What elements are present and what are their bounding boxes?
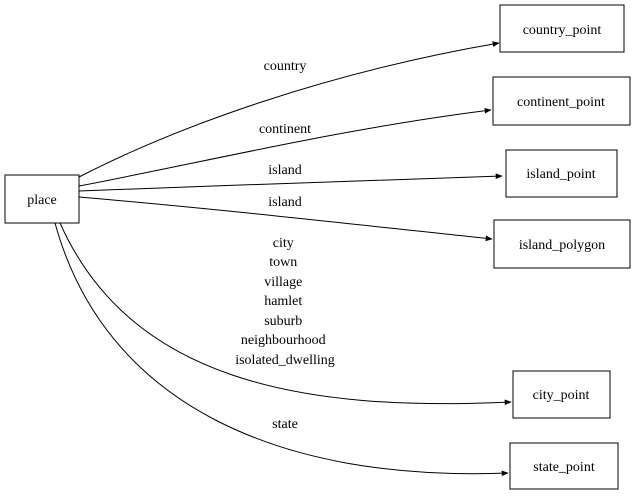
edge-label-line-city: city — [273, 236, 294, 251]
edge-place-island_point — [78, 173, 503, 192]
edge-label-city-multiline: city town village hamlet suburb neighbou… — [235, 236, 335, 368]
node-island-polygon: island_polygon — [493, 219, 631, 269]
edge-place-state_point — [54, 222, 509, 477]
node-place-box — [4, 174, 80, 224]
node-continent-point-box — [492, 76, 631, 126]
edge-label-continent: continent — [259, 122, 311, 137]
node-state-point: state_point — [509, 442, 619, 490]
node-island-point-box — [505, 149, 618, 198]
node-city-point-label: city_point — [533, 388, 590, 403]
edge-place-country_point — [78, 41, 500, 178]
edge-place-continent_point — [78, 107, 492, 187]
node-continent-point: continent_point — [492, 76, 631, 126]
edge-label-group: country continent island island city tow… — [235, 59, 335, 432]
node-country-point: country_point — [499, 4, 625, 53]
edge-label-island-point: island — [268, 163, 301, 178]
node-island-polygon-box — [493, 219, 631, 269]
node-group: place country_point continent_point isla… — [4, 4, 631, 490]
edge-label-line-neighbourhood: neighbourhood — [241, 333, 326, 348]
node-island-point: island_point — [505, 149, 618, 198]
node-city-point-box — [512, 370, 611, 419]
edge-label-line-hamlet: hamlet — [264, 294, 302, 309]
node-state-point-label: state_point — [533, 460, 595, 475]
edge-label-line-town: town — [269, 255, 297, 270]
edge-place-city_point — [59, 222, 512, 406]
edge-group — [54, 41, 512, 477]
node-continent-point-label: continent_point — [517, 95, 605, 110]
node-country-point-box — [499, 4, 625, 53]
node-country-point-label: country_point — [523, 23, 602, 38]
edge-label-line-isolated-dwelling: isolated_dwelling — [235, 353, 335, 368]
node-island-point-label: island_point — [526, 167, 595, 182]
edge-label-island-polygon: island — [268, 195, 301, 210]
node-city-point: city_point — [512, 370, 611, 419]
edge-label-line-village: village — [264, 275, 302, 290]
node-state-point-box — [509, 442, 619, 490]
node-place-label: place — [27, 193, 57, 208]
edge-place-island_polygon — [78, 196, 493, 242]
node-island-polygon-label: island_polygon — [519, 238, 605, 253]
edge-label-line-suburb: suburb — [264, 314, 302, 329]
edge-label-country: country — [264, 59, 307, 74]
node-place: place — [4, 174, 80, 224]
edge-label-state: state — [272, 417, 298, 432]
